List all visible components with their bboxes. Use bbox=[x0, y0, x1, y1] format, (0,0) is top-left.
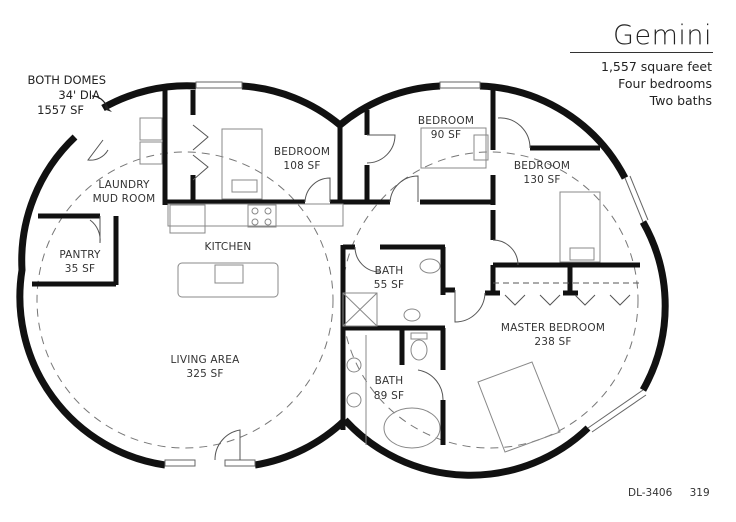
dome-note-line2: 34' DIA bbox=[58, 88, 100, 102]
dome-dimension-note: BOTH DOMES 34' DIA 1557 SF bbox=[22, 73, 106, 118]
pantry-label: PANTRY bbox=[59, 249, 101, 261]
master-bedroom-area: 238 SF bbox=[534, 336, 571, 348]
bath1-area: 55 SF bbox=[374, 279, 404, 291]
bedroom2-label: BEDROOM bbox=[418, 115, 474, 127]
plan-footer: DL-3406 319 bbox=[628, 487, 724, 499]
laundry-label: LAUNDRY bbox=[98, 179, 150, 191]
bedroom3-area: 130 SF bbox=[523, 174, 560, 186]
spec-baths: Two baths bbox=[649, 93, 712, 108]
dome-note-arrow bbox=[91, 95, 109, 109]
plan-code: DL-3406 bbox=[628, 487, 673, 499]
spec-bedrooms: Four bedrooms bbox=[618, 76, 712, 91]
dome-note-line1: BOTH DOMES bbox=[27, 73, 106, 87]
kitchen-label: KITCHEN bbox=[205, 241, 252, 253]
room-labels: LAUNDRY MUD ROOM PANTRY 35 SF BEDROOM 10… bbox=[59, 115, 605, 402]
exterior-walls bbox=[16, 82, 669, 479]
bath2-area: 89 SF bbox=[374, 390, 404, 402]
bedroom1-label: BEDROOM bbox=[274, 146, 330, 158]
pantry-area: 35 SF bbox=[65, 263, 95, 275]
title-divider bbox=[570, 52, 713, 53]
dome-note-line3: 1557 SF bbox=[37, 103, 84, 117]
living-label: LIVING AREA bbox=[170, 354, 240, 366]
windows bbox=[164, 81, 649, 467]
bedroom3-label: BEDROOM bbox=[514, 160, 570, 172]
closet-doors bbox=[192, 124, 640, 306]
plan-specs: 1,557 square feet Four bedrooms Two bath… bbox=[601, 58, 712, 109]
mudroom-label: MUD ROOM bbox=[93, 193, 156, 205]
interior-walls bbox=[32, 87, 640, 445]
fixtures bbox=[139, 117, 601, 453]
master-bedroom-label: MASTER BEDROOM bbox=[501, 322, 605, 334]
living-area: 325 SF bbox=[186, 368, 223, 380]
dome-note-arrowhead bbox=[104, 104, 112, 112]
bedroom1-area: 108 SF bbox=[283, 160, 320, 172]
page-number: 319 bbox=[689, 487, 710, 499]
bath2-label: BATH bbox=[375, 375, 404, 387]
spec-square-feet: 1,557 square feet bbox=[601, 59, 712, 74]
door-swings bbox=[87, 117, 531, 461]
plan-title: Gemini bbox=[613, 20, 712, 51]
bedroom2-area: 90 SF bbox=[431, 129, 461, 141]
bath1-label: BATH bbox=[375, 265, 404, 277]
